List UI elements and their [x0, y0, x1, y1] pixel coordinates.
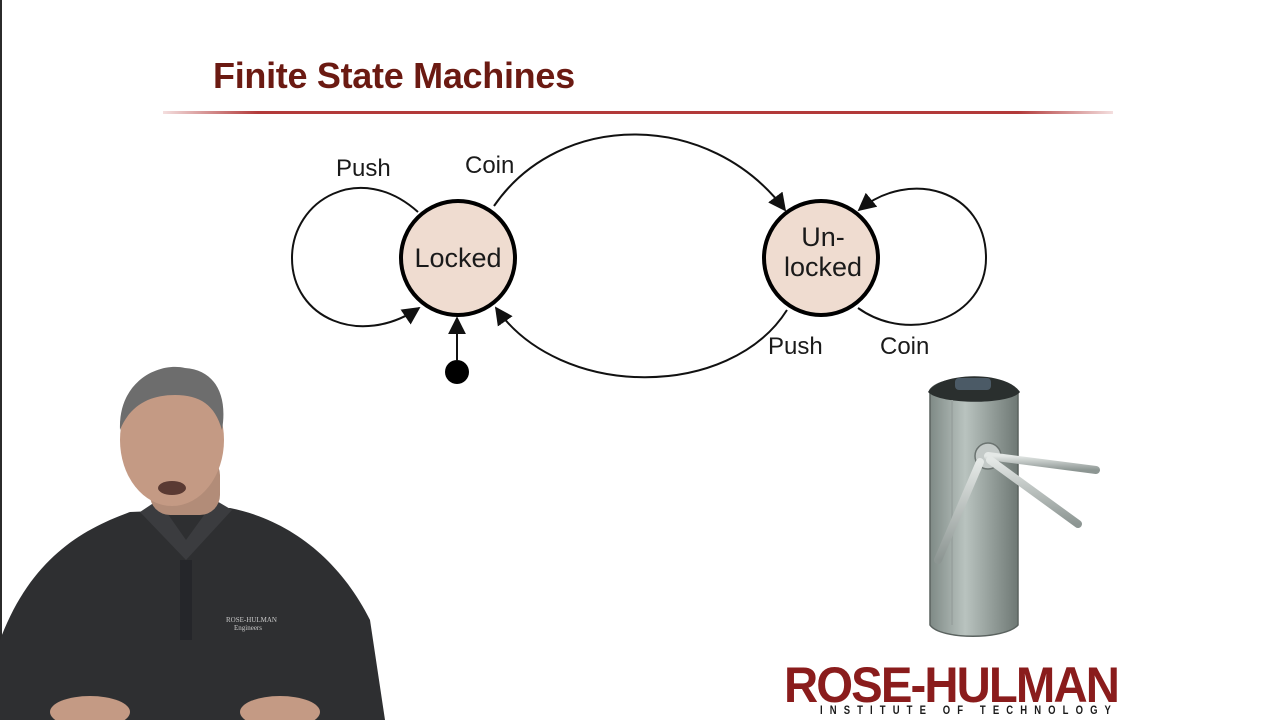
unlocked-self-loop-label: Coin — [880, 333, 929, 360]
initial-state-dot — [445, 360, 469, 384]
locked-to-unlocked-label: Coin — [465, 152, 514, 179]
locked-to-unlocked-arrow — [493, 133, 787, 212]
state-unlocked-label-line1: Un- — [801, 222, 845, 252]
shirt-logo-line1: ROSE-HULMAN — [226, 616, 277, 624]
state-locked — [399, 199, 517, 317]
logo-subtitle: INSTITUTE OF TECHNOLOGY — [820, 703, 1118, 717]
state-unlocked — [762, 199, 880, 317]
logo-wordmark: ROSE-HULMAN — [784, 657, 1118, 713]
locked-self-loop-label: Push — [336, 155, 391, 182]
slide-left-border — [0, 0, 2, 720]
unlocked-to-locked-label: Push — [768, 333, 823, 360]
turnstile-image — [928, 376, 1100, 637]
presenter-video: ROSE-HULMAN Engineers — [0, 366, 385, 720]
state-locked-label: Locked — [414, 243, 501, 273]
rose-hulman-logo: ROSE-HULMAN INSTITUTE OF TECHNOLOGY — [784, 657, 1120, 717]
slide-title: Finite State Machines — [213, 55, 575, 96]
shirt-logo-line2: Engineers — [234, 624, 262, 632]
locked-self-loop-arrow — [290, 186, 421, 328]
title-underline — [163, 111, 1113, 114]
unlocked-self-loop-arrow — [857, 187, 988, 326]
state-unlocked-label-line2: locked — [784, 252, 862, 282]
unlocked-to-locked-arrow — [494, 306, 788, 379]
